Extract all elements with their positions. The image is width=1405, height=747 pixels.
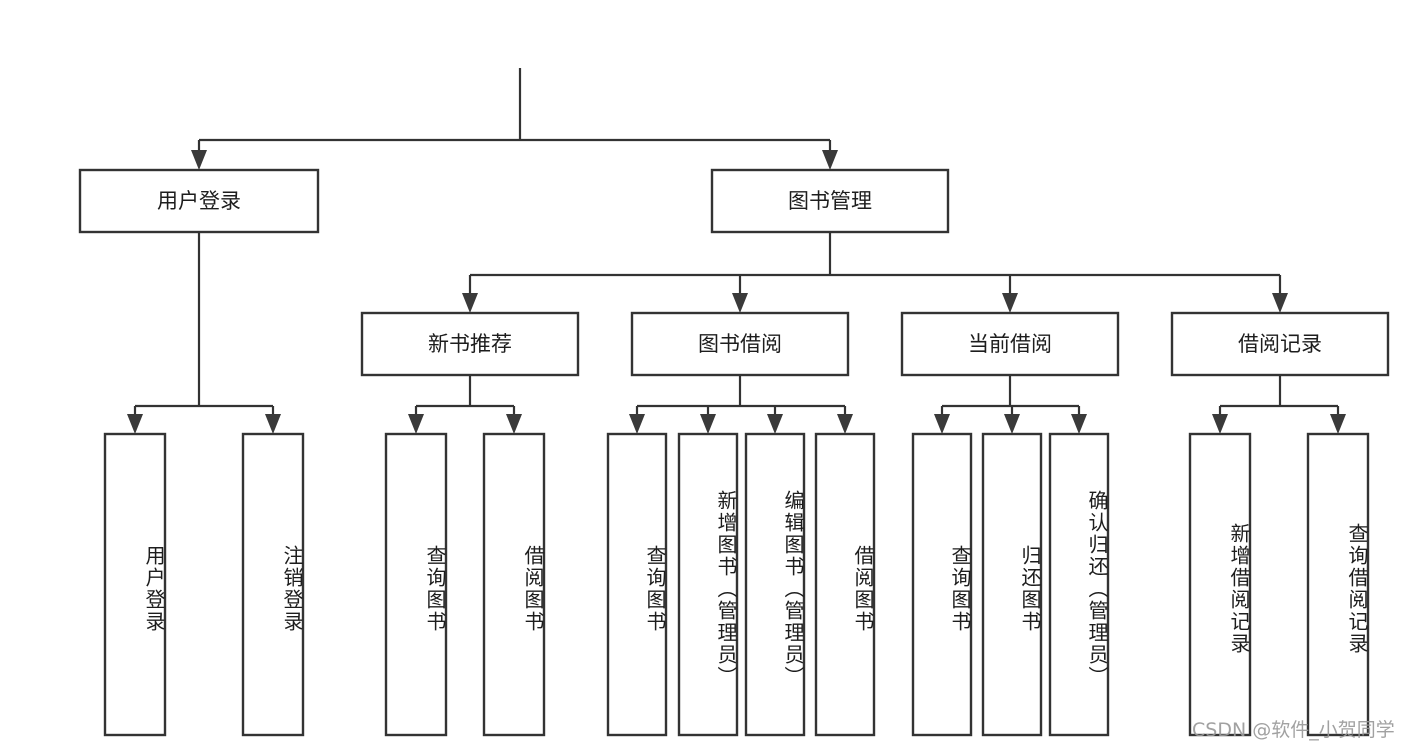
node-label-level2-1: 图书管理	[788, 189, 872, 213]
arrow-down-icon	[837, 414, 853, 434]
csdn-watermark: CSDN @软件_小贺同学	[1192, 719, 1395, 741]
connector-layer	[127, 68, 1346, 434]
node-box-leaf-12[interactable]	[1306, 432, 1370, 737]
node-label-level3-0: 新书推荐	[428, 332, 512, 356]
node-box-leaf-6[interactable]	[744, 432, 806, 737]
arrow-down-icon	[934, 414, 950, 434]
arrow-down-icon	[127, 414, 143, 434]
arrow-down-icon	[1212, 414, 1228, 434]
node-box-leaf-3[interactable]	[482, 432, 546, 737]
node-box-level3-2[interactable]	[900, 311, 1120, 377]
arrow-down-icon	[700, 414, 716, 434]
node-label-level3-3: 借阅记录	[1238, 332, 1322, 356]
node-box-level3-3[interactable]	[1170, 311, 1390, 377]
node-box-leaf-9[interactable]	[981, 432, 1043, 737]
node-box-leaf-1[interactable]	[241, 432, 305, 737]
node-box-leaf-8[interactable]	[911, 432, 973, 737]
arrow-down-icon	[732, 293, 748, 313]
arrow-down-icon	[1002, 293, 1018, 313]
node-box-level3-1[interactable]	[630, 311, 850, 377]
arrow-down-icon	[1272, 293, 1288, 313]
arrow-down-icon	[1004, 414, 1020, 434]
node-box-level2-0[interactable]	[78, 168, 320, 234]
node-box-leaf-2[interactable]	[384, 432, 448, 737]
node-box-level2-1[interactable]	[710, 168, 950, 234]
node-label-level2-0: 用户登录	[157, 189, 241, 213]
arrow-down-icon	[462, 293, 478, 313]
arrow-down-icon	[506, 414, 522, 434]
node-box-leaf-11[interactable]	[1188, 432, 1252, 737]
arrow-down-icon	[1071, 414, 1087, 434]
node-box-leaf-10[interactable]	[1048, 432, 1110, 737]
node-box-leaf-0[interactable]	[103, 432, 167, 737]
arrow-down-icon	[1330, 414, 1346, 434]
node-box-leaf-7[interactable]	[814, 432, 876, 737]
node-box-leaf-5[interactable]	[677, 432, 739, 737]
arrow-down-icon	[767, 414, 783, 434]
arrow-down-icon	[822, 150, 838, 170]
arrow-down-icon	[265, 414, 281, 434]
arrow-down-icon	[191, 150, 207, 170]
node-label-level3-2: 当前借阅	[968, 332, 1052, 356]
arrow-down-icon	[629, 414, 645, 434]
node-box-layer	[78, 168, 1390, 737]
node-label-level3-1: 图书借阅	[698, 332, 782, 356]
arrow-down-icon	[408, 414, 424, 434]
node-box-level3-0[interactable]	[360, 311, 580, 377]
node-box-leaf-4[interactable]	[606, 432, 668, 737]
